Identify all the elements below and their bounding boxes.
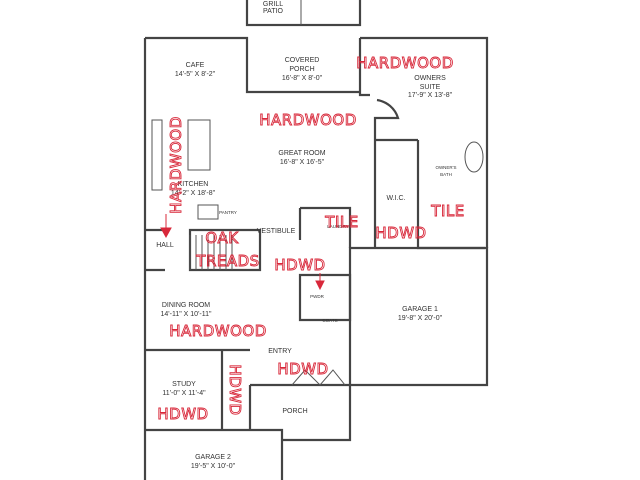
owners-suite-label: SUITE (420, 84, 441, 91)
flooring-annotations: HARDWOOD HARDWOOD HARDWOOD TILE TILE HDW… (157, 54, 465, 424)
grill-patio-label: GRILL (263, 1, 283, 8)
owners-suite-size: 17'-9" X 13'-8" (408, 92, 453, 99)
kitchen-size: 14'-2" X 18'-8" (171, 190, 216, 197)
owners-bath-label: OWNER'S (435, 165, 456, 170)
great-room-size: 16'-8" X 16'-5" (280, 159, 325, 166)
laundry-label: LAUNDRY (327, 224, 348, 229)
porch-label: PORCH (282, 408, 307, 415)
pantry-label: PANTRY (219, 210, 237, 215)
annotation-wic: HDWD (375, 224, 426, 242)
coats-label: COATS (322, 318, 337, 323)
covered-porch-label: PORCH (289, 66, 314, 73)
annotation-bath: TILE (430, 202, 464, 220)
study-size: 11'-0" X 11'-4" (162, 390, 206, 397)
garage2-size: 19'-5" X 10'-0" (191, 463, 236, 470)
garage2-label: GARAGE 2 (195, 454, 231, 461)
cafe-size: 14'-5" X 8'-2" (175, 71, 216, 78)
garage1-size: 19'-8" X 20'-0" (398, 315, 443, 322)
annotation-laundry: TILE (324, 213, 358, 231)
study-label: STUDY (172, 381, 196, 388)
annotation-entry: HDWD (277, 360, 328, 378)
arrow-icon (315, 273, 325, 291)
annotation-study-hall: HDWD (226, 364, 244, 415)
room-labels: GRILL PATIO CAFE 14'-5" X 8'-2" COVERED … (156, 1, 456, 470)
annotation-kitchen: HARDWOOD (167, 116, 185, 214)
covered-porch-size: 16'-8" X 8'-0" (282, 75, 323, 82)
annotation-oak: OAK (205, 229, 239, 247)
arrow-icon (160, 214, 172, 239)
owners-suite-label: OWNERS (414, 75, 446, 82)
annotation-great-room: HARDWOOD (259, 111, 357, 129)
owners-bath-label: BATH (440, 172, 452, 177)
cafe-label: CAFE (186, 62, 205, 69)
entry-label: ENTRY (268, 348, 292, 355)
annotation-treads: TREADS (195, 252, 259, 270)
annotation-dining: HARDWOOD (169, 322, 267, 340)
pwdr-label: PWDR (310, 294, 324, 299)
hall-label: HALL (156, 242, 174, 249)
annotation-owners-suite: HARDWOOD (356, 54, 454, 72)
wic-label: W.I.C. (386, 195, 405, 202)
dining-room-label: DINING ROOM (162, 302, 210, 309)
kitchen-label: KITCHEN (178, 181, 209, 188)
walls (143, 0, 489, 480)
covered-porch-label: COVERED (285, 57, 320, 64)
annotation-study: HDWD (157, 405, 208, 423)
annotation-hall-pwdr: HDWD (274, 256, 325, 274)
grill-patio-label: PATIO (263, 8, 284, 15)
dining-room-size: 14'-11" X 10'-11" (161, 311, 212, 318)
garage1-label: GARAGE 1 (402, 306, 438, 313)
great-room-label: GREAT ROOM (278, 150, 325, 157)
vestibule-label: VESTIBULE (257, 228, 296, 235)
